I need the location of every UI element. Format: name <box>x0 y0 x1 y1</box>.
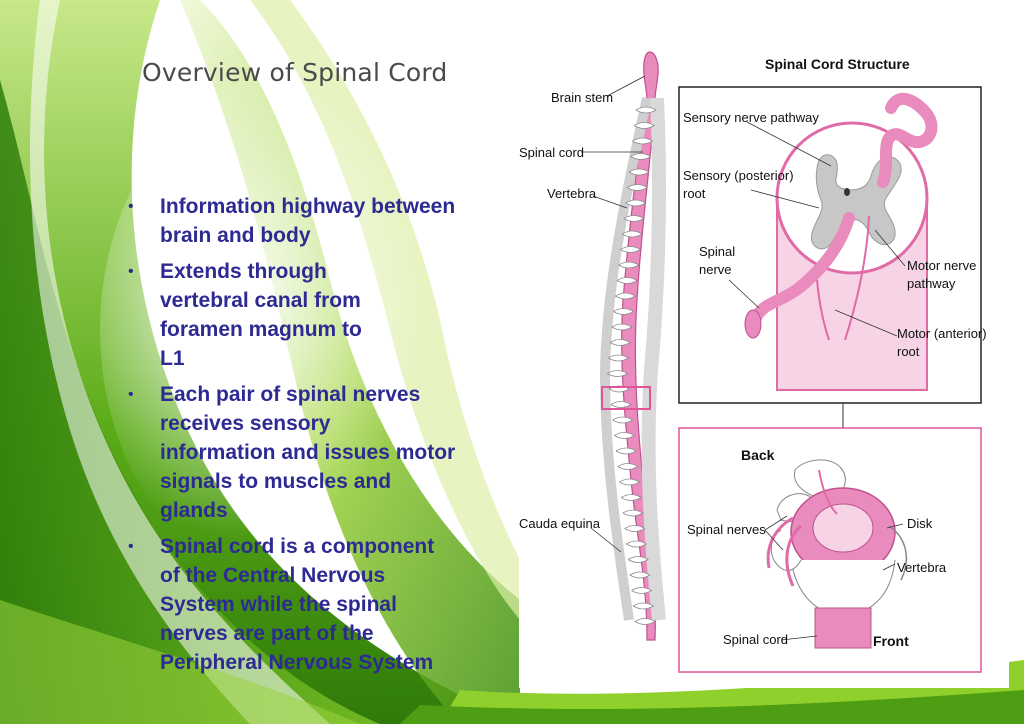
bullet-text: Spinal cord is a component of the Centra… <box>160 535 435 674</box>
vertebra-segment <box>612 416 634 424</box>
vertebra-segment <box>622 509 644 517</box>
highlight-box <box>601 386 651 410</box>
bullet-text: Each pair of spinal nerves receives sens… <box>160 383 456 522</box>
vertebra-segment <box>626 540 648 548</box>
vertebra-segment <box>627 556 649 563</box>
label-spinal-cord: Spinal cord <box>519 145 584 160</box>
vertebra-segment <box>615 292 637 300</box>
vertebra-segment <box>633 602 655 610</box>
label-disk: Disk <box>907 516 933 531</box>
vertebra-segment <box>620 246 642 253</box>
label-motor-pathway-line1: Motor nerve <box>907 258 976 273</box>
vertebra-segment <box>608 354 630 362</box>
vertebra-segment <box>635 106 657 114</box>
vertebra-segment <box>624 525 646 532</box>
vertebra-segment <box>616 277 638 284</box>
label-cauda-equina: Cauda equina <box>519 516 601 531</box>
vertebra-segment <box>610 401 632 408</box>
vertebra-segment <box>633 122 655 129</box>
label-motor-root-line2: root <box>897 344 920 359</box>
bullet-icon: • <box>128 198 134 215</box>
vertebra-segment <box>623 215 645 222</box>
vertebra-segment <box>629 571 651 579</box>
vertebra-segment <box>621 230 643 238</box>
vertebra-segment <box>615 447 637 455</box>
vertebra-segment <box>620 494 642 501</box>
vertebra-segment <box>628 168 650 176</box>
vertebra-segment <box>611 323 633 331</box>
bullet-icon: • <box>128 386 134 403</box>
vertebra-illustration <box>766 459 908 649</box>
vertebra-segment <box>631 587 653 594</box>
vertebra-segment <box>625 199 647 207</box>
vertebra-segment <box>607 370 629 377</box>
cord-cross-section <box>744 92 938 391</box>
spinal-column-illustration <box>599 51 666 641</box>
structure-title: Spinal Cord Structure <box>765 56 910 72</box>
bullet-icon: • <box>128 263 134 280</box>
label-sensory-nerve-pathway: Sensory nerve pathway <box>683 110 819 125</box>
label-back: Back <box>741 447 775 463</box>
vertebra-segment <box>617 463 639 470</box>
label-vertebra: Vertebra <box>547 186 597 201</box>
label-spinal-nerve-line2: nerve <box>699 262 732 277</box>
vertebra-segment <box>614 432 636 439</box>
vertebra-segment <box>627 184 649 191</box>
bullet-icon: • <box>128 538 134 555</box>
label-vertebra-panel: Vertebra <box>897 560 947 575</box>
label-front: Front <box>873 633 909 649</box>
vertebra-segment <box>634 618 656 625</box>
bullet-item: • Spinal cord is a component of the Cent… <box>126 532 506 677</box>
spinal-cord-diagram: Brain stem Spinal cord Vertebra Cauda eq… <box>519 51 987 673</box>
vertebra-segment <box>618 261 640 269</box>
bullet-item: • Each pair of spinal nerves receives se… <box>126 380 506 525</box>
vertebra-segment <box>609 339 631 346</box>
label-spinal-nerve-line1: Spinal <box>699 244 735 259</box>
vertebra-ticks <box>607 106 657 625</box>
bullet-text: Extends through vertebral canal from for… <box>160 260 362 370</box>
bullet-item: • Information highway between brain and … <box>126 192 506 250</box>
vertebra-segment <box>613 308 635 315</box>
label-motor-root-line1: Motor (anterior) <box>897 326 987 341</box>
vertebra-segment <box>632 137 654 145</box>
label-motor-pathway-line2: pathway <box>907 276 956 291</box>
bullet-item: • Extends through vertebral canal from f… <box>126 257 506 373</box>
bullet-list: • Information highway between brain and … <box>126 192 506 684</box>
vertebra-segment <box>630 153 652 160</box>
spinal-cord-figure: Brain stem Spinal cord Vertebra Cauda eq… <box>519 40 1009 688</box>
label-sensory-root-line1: Sensory (posterior) <box>683 168 794 183</box>
label-spinal-nerves: Spinal nerves <box>687 522 766 537</box>
label-sensory-root-line2: root <box>683 186 706 201</box>
slide-title: Overview of Spinal Cord <box>142 58 448 87</box>
label-spinal-cord-panel: Spinal cord <box>723 632 788 647</box>
label-brain-stem: Brain stem <box>551 90 613 105</box>
vertebra-segment <box>619 478 641 486</box>
bullet-text: Information highway between brain and bo… <box>160 195 456 247</box>
